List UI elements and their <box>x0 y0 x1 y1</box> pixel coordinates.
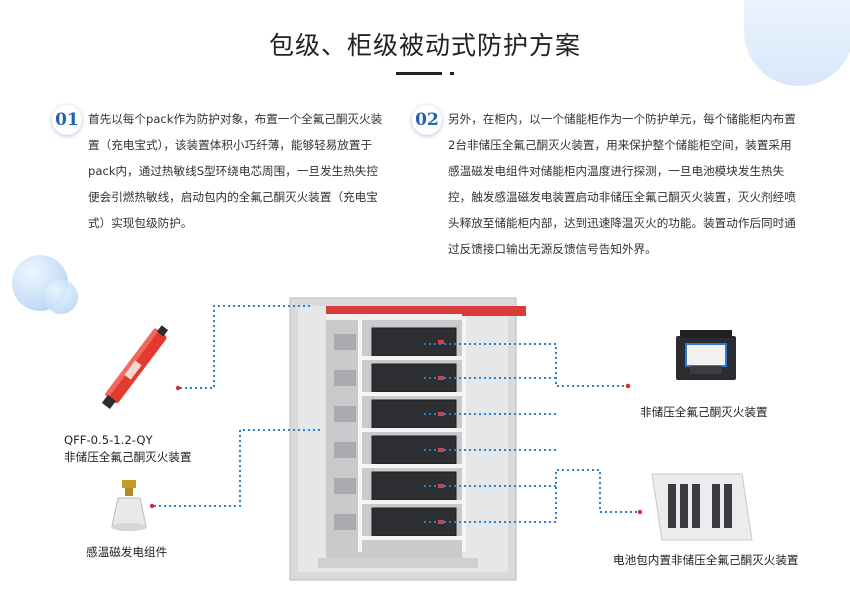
section2-text: 另外，在柜内，以一个储能柜作为一个防护单元，每个储能柜内布置2台非储压全氟己酮灭… <box>448 112 796 256</box>
sensor-nozzle-icon <box>111 480 147 531</box>
title-underline-dot <box>450 72 454 75</box>
box-device-label: 非储压全氟己酮灭火装置 <box>640 405 768 419</box>
black-box-device-icon <box>676 330 736 380</box>
section1-number-badge: 01 <box>52 105 82 135</box>
page-title: 包级、柜级被动式防护方案 <box>268 31 581 60</box>
title-underline <box>396 72 442 75</box>
decor-bubble-top-right <box>744 0 850 86</box>
sensor-label: 感温磁发电组件 <box>86 545 168 559</box>
red-tube-device-icon <box>101 325 169 409</box>
section1-text: 首先以每个pack作为防护对象，布置一个全氟己酮灭火装置（充电宝式），该装置体积… <box>88 112 383 230</box>
section2-number-badge: 02 <box>412 105 442 135</box>
cabinet-illustration <box>289 297 526 581</box>
pack-device-label: 电池包内置非储压全氟己酮灭火装置 <box>613 553 799 567</box>
tube-model-label: QFF-0.5-1.2-QY <box>64 433 153 447</box>
tube-device-label: 非储压全氟己酮灭火装置 <box>64 450 192 464</box>
battery-pack-tray-icon <box>651 473 753 541</box>
decor-bubble-left-small <box>44 280 78 314</box>
